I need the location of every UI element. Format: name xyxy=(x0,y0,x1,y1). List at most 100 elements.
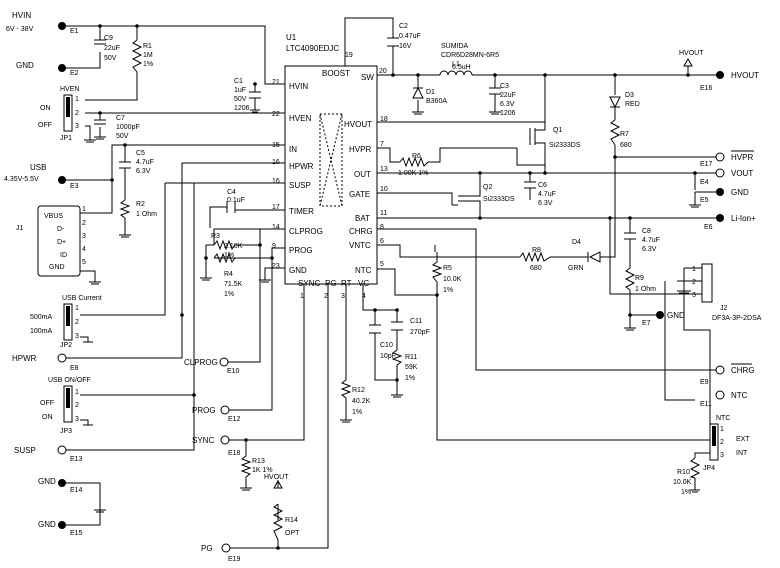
terminal-gnd-e14[interactable]: GND E14 xyxy=(38,477,83,494)
svg-text:ON: ON xyxy=(40,105,51,112)
svg-text:C4: C4 xyxy=(227,189,236,196)
svg-text:JP3: JP3 xyxy=(60,428,72,435)
ic-part: LTC4090EDJC xyxy=(286,44,339,53)
svg-text:E16: E16 xyxy=(700,85,713,92)
ic-pin-hvout-num: 18 xyxy=(380,116,388,123)
ic-pin-prog: PROG xyxy=(289,246,313,255)
ic-pin-rt-num: 3 xyxy=(341,293,345,300)
terminal-li-ion[interactable]: Li-Ion+ E6 xyxy=(704,214,756,231)
jumper-jp4[interactable]: NTC EXT INT JP4 1 2 3 xyxy=(703,415,750,472)
svg-text:CHRG: CHRG xyxy=(731,366,755,375)
svg-text:C11: C11 xyxy=(410,318,422,325)
ic-pin-gnd: GND xyxy=(289,266,307,275)
svg-text:2: 2 xyxy=(720,439,724,446)
svg-text:1: 1 xyxy=(692,266,696,273)
svg-text:R2: R2 xyxy=(136,201,145,208)
terminal-chrg[interactable]: CHRG E9 xyxy=(700,363,755,386)
ic-pin-sw: SW xyxy=(361,73,374,82)
terminals-right[interactable]: HVOUT HVOUT E16 HVPR E17 VOUT E4 GND E5 xyxy=(624,50,759,493)
svg-text:R6: R6 xyxy=(412,153,421,160)
terminal-gnd-e7[interactable]: GND E7 xyxy=(624,311,685,331)
resistor-r9: R9 1 Ohm xyxy=(624,267,656,293)
terminal-pg[interactable]: PG E19 xyxy=(201,543,241,563)
mosfet-q2: Q2 Si2333DS xyxy=(452,184,515,212)
svg-text:4: 4 xyxy=(82,246,86,253)
svg-text:E6: E6 xyxy=(704,224,713,231)
svg-text:USB Current: USB Current xyxy=(62,295,102,302)
ic-pin-gate: GATE xyxy=(349,190,370,199)
svg-text:5: 5 xyxy=(82,259,86,266)
svg-text:500mA: 500mA xyxy=(30,314,53,321)
ic-pin-hven-num: 22 xyxy=(272,111,280,118)
svg-text:R1: R1 xyxy=(143,43,152,50)
svg-text:JP2: JP2 xyxy=(60,342,72,349)
svg-text:1 Ohm: 1 Ohm xyxy=(635,286,656,293)
svg-text:J2: J2 xyxy=(720,305,728,312)
terminal-hpwr[interactable]: HPWR E8 xyxy=(12,353,79,372)
left-components: C9 22uF 50V R1 1M 1% C1 1uF 50V 1206 C7 xyxy=(94,35,300,541)
svg-text:E17: E17 xyxy=(700,161,713,168)
svg-text:2: 2 xyxy=(75,110,79,117)
terminals-middle[interactable]: CLPROG E10 PROG E12 SYNC E18 PG E19 HVOU… xyxy=(184,357,289,563)
capacitor-c4: C4 0.1uF xyxy=(226,189,245,213)
terminal-ntc[interactable]: NTC E11 xyxy=(700,390,748,408)
svg-text:22uF: 22uF xyxy=(500,92,516,99)
terminal-prog[interactable]: PROG E12 xyxy=(192,405,241,423)
terminals-left[interactable]: HVIN 6V - 38V E1 GND E2 USB 4.35V-5.5V E… xyxy=(4,11,106,537)
terminal-susp[interactable]: SUSP E13 xyxy=(14,445,83,463)
svg-text:4.35V-5.5V: 4.35V-5.5V xyxy=(4,176,39,183)
svg-text:C8: C8 xyxy=(642,228,651,235)
terminal-clprog[interactable]: CLPROG E10 xyxy=(184,357,240,375)
svg-text:Si2333DS: Si2333DS xyxy=(549,142,581,149)
terminal-sync[interactable]: SYNC E18 xyxy=(192,435,241,457)
svg-text:270pF: 270pF xyxy=(410,329,430,336)
terminal-usb[interactable]: USB 4.35V-5.5V E3 xyxy=(4,163,79,190)
svg-text:1: 1 xyxy=(75,389,79,396)
terminal-vout[interactable]: VOUT E4 xyxy=(700,168,753,186)
svg-text:JP4: JP4 xyxy=(703,465,715,472)
ic-pin-vntc: VNTC xyxy=(349,241,371,250)
terminal-hvin[interactable]: HVIN 6V - 38V E1 xyxy=(6,11,79,35)
svg-text:C6: C6 xyxy=(538,182,547,189)
svg-text:3: 3 xyxy=(75,123,79,130)
ic-pin-susp-num: 16 xyxy=(272,178,280,185)
svg-text:GND: GND xyxy=(667,311,685,320)
jumper-jp1[interactable]: HVEN ON OFF JP1 1 2 3 xyxy=(38,86,79,142)
svg-text:GND: GND xyxy=(49,264,65,271)
ic-pin-clprog: CLPROG xyxy=(289,227,323,236)
ic-exposed-pad xyxy=(319,113,343,207)
svg-text:680: 680 xyxy=(620,142,632,149)
svg-text:SYNC: SYNC xyxy=(192,436,214,445)
resistor-r5: R5 10.0K 1% xyxy=(431,261,462,294)
svg-text:2.10K: 2.10K xyxy=(224,243,243,250)
svg-text:50V: 50V xyxy=(234,96,247,103)
svg-text:E8: E8 xyxy=(70,365,79,372)
svg-text:RED: RED xyxy=(625,101,640,108)
ic-pin-susp: SUSP xyxy=(289,181,311,190)
ic-pin-ntc-num: 5 xyxy=(380,261,384,268)
junction-dots xyxy=(98,24,697,550)
terminal-gnd-e5[interactable]: GND E5 xyxy=(689,188,749,208)
svg-text:E18: E18 xyxy=(228,450,241,457)
capacitor-c1: C1 1uF 50V 1206 xyxy=(234,78,261,113)
terminal-hvpr[interactable]: HVPR E17 xyxy=(700,150,754,168)
svg-text:HPWR: HPWR xyxy=(12,354,37,363)
svg-text:100mA: 100mA xyxy=(30,328,53,335)
resistor-r1: R1 1M 1% xyxy=(131,39,153,73)
svg-text:ON: ON xyxy=(42,414,53,421)
ic-pin-vntc-num: 6 xyxy=(380,238,384,245)
terminal-gnd-e15[interactable]: GND E15 xyxy=(38,520,83,537)
resistor-r8: R8 680 xyxy=(519,247,551,272)
svg-text:E12: E12 xyxy=(228,416,241,423)
svg-text:E4: E4 xyxy=(700,179,709,186)
jumper-jp3[interactable]: USB ON/OFF OFF ON JP3 1 2 3 xyxy=(40,377,91,435)
svg-text:2: 2 xyxy=(692,279,696,286)
ic-pin-sw-num: 20 xyxy=(379,68,387,75)
svg-text:59K: 59K xyxy=(405,364,418,371)
terminal-hvout[interactable]: HVOUT E16 xyxy=(700,71,759,92)
svg-text:1%: 1% xyxy=(681,489,691,496)
terminal-gnd-e2[interactable]: GND E2 xyxy=(16,61,79,77)
connector-j2[interactable]: 1 2 3 J2 DF3A-3P-2DSA xyxy=(692,263,762,322)
svg-text:16V: 16V xyxy=(399,43,412,50)
jumper-jp2[interactable]: USB Current 500mA 100mA JP2 1 2 3 xyxy=(30,295,102,349)
